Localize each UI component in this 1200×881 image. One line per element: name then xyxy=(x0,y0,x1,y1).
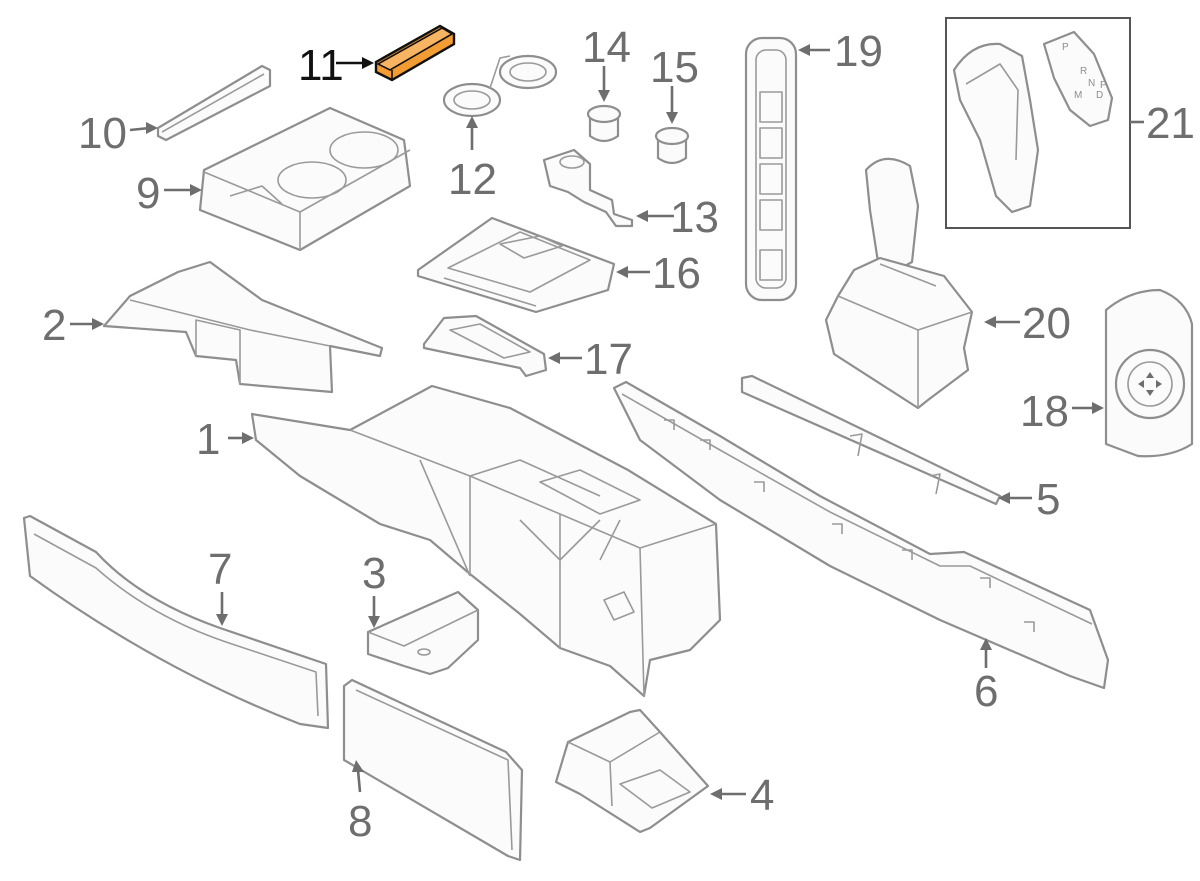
callout-15: 15 xyxy=(650,43,699,92)
shift-label-p2: P xyxy=(1100,80,1107,91)
callout-4: 4 xyxy=(750,771,774,820)
part-14-clip xyxy=(586,104,622,143)
part-18-idrive-controller xyxy=(1104,288,1194,458)
part-1-console-body xyxy=(250,384,722,698)
part-6-long-trim xyxy=(612,380,1110,690)
shift-label-n: N xyxy=(1088,78,1095,89)
callout-18: 18 xyxy=(1020,387,1069,436)
part-16-trim-panel xyxy=(416,216,616,314)
shift-label-r: R xyxy=(1080,66,1087,77)
callout-8: 8 xyxy=(348,797,372,846)
callout-6: 6 xyxy=(974,667,998,716)
part-11-insert-highlighted xyxy=(374,24,456,82)
callout-17: 17 xyxy=(584,335,633,384)
callout-12: 12 xyxy=(448,155,497,204)
part-9-cupholder-console xyxy=(198,106,412,252)
part-8-side-panel xyxy=(342,678,524,862)
callout-21: 21 xyxy=(1146,99,1195,148)
part-3-bracket xyxy=(366,590,480,676)
callout-1: 1 xyxy=(196,415,220,464)
part-17-bezel xyxy=(422,314,548,378)
part-2-tray-frame xyxy=(102,260,384,394)
callout-3: 3 xyxy=(362,549,386,598)
part-10-trim-strip xyxy=(156,64,272,142)
callout-9: 9 xyxy=(136,169,160,218)
part-12-cup-ring xyxy=(442,54,558,118)
shift-label-m: M xyxy=(1074,90,1082,101)
callout-7: 7 xyxy=(208,545,232,594)
callout-2: 2 xyxy=(42,301,66,350)
part-13-bracket xyxy=(542,148,634,228)
part-19-switch-panel xyxy=(744,36,798,302)
part-5-trim-strip xyxy=(740,374,1002,506)
callout-14: 14 xyxy=(582,23,631,72)
callout-10: 10 xyxy=(78,109,127,158)
shift-label-park: P xyxy=(1062,42,1069,53)
part-20-gear-shifter xyxy=(824,157,974,410)
callout-leaders xyxy=(70,44,1144,800)
callout-11: 11 xyxy=(298,41,344,90)
callout-5: 5 xyxy=(1036,475,1060,524)
callout-16: 16 xyxy=(652,249,701,298)
callout-numbers: 11 10 9 12 14 15 13 19 21 16 2 17 20 18 … xyxy=(42,23,1195,846)
part-15-clip xyxy=(654,126,690,165)
part-4-storage-tray xyxy=(554,708,710,834)
callout-13: 13 xyxy=(670,193,719,242)
callout-19: 19 xyxy=(834,27,883,76)
shift-label-d: D xyxy=(1096,90,1103,101)
callout-20: 20 xyxy=(1022,299,1071,348)
part-21-inset: P R N D M P xyxy=(945,17,1131,229)
part-7-side-trim xyxy=(22,514,330,730)
